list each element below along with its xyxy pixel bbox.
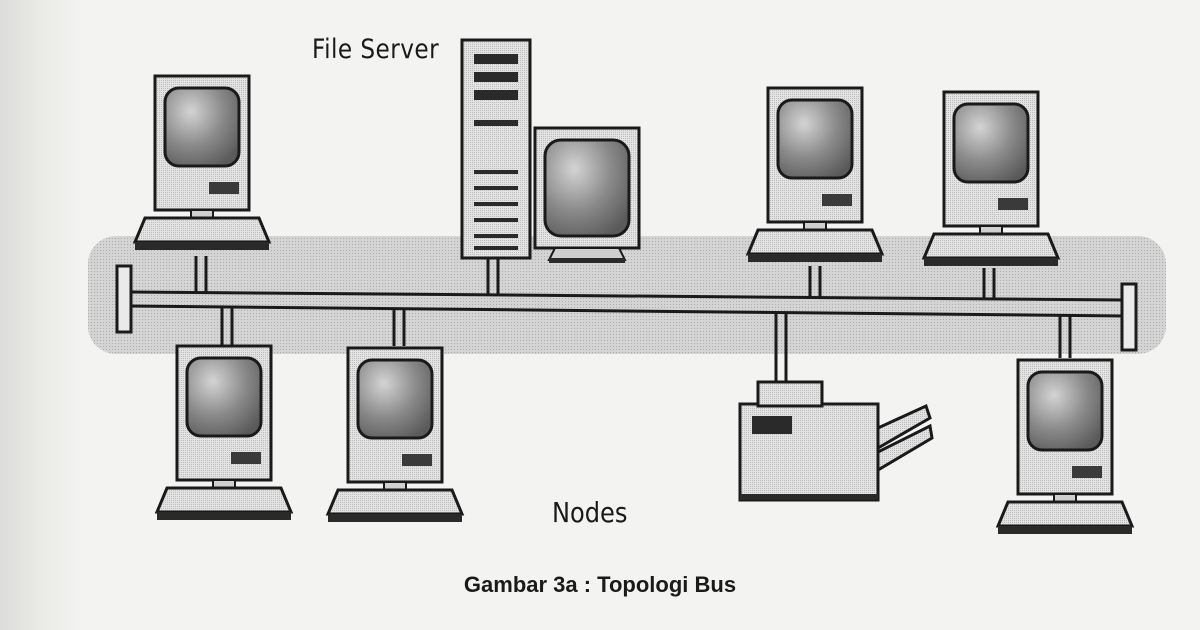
- computer-icon: [326, 346, 464, 524]
- server-monitor: [533, 126, 641, 263]
- workstation-bottom-1: [155, 344, 293, 522]
- figure-caption: Gambar 3a : Topologi Bus: [463, 572, 737, 597]
- page-left-edge-shadow: [0, 0, 80, 630]
- file-server-label: File Server: [312, 34, 440, 65]
- workstation-top-left: [133, 74, 271, 252]
- computer-icon: [133, 74, 271, 252]
- workstation-bottom-right: [996, 358, 1134, 536]
- workstation-bottom-2: [326, 346, 464, 524]
- printer: [738, 380, 934, 502]
- workstation-top-right-1: [746, 86, 884, 264]
- nodes-label: Nodes: [552, 496, 628, 529]
- file-server: [460, 38, 532, 260]
- drop-lines: [194, 256, 1072, 382]
- computer-icon: [746, 86, 884, 264]
- computer-icon: [922, 90, 1060, 268]
- computer-icon: [996, 358, 1134, 536]
- computer-icon: [155, 344, 293, 522]
- workstation-top-right-2: [922, 90, 1060, 268]
- bus-cable: [115, 264, 1138, 352]
